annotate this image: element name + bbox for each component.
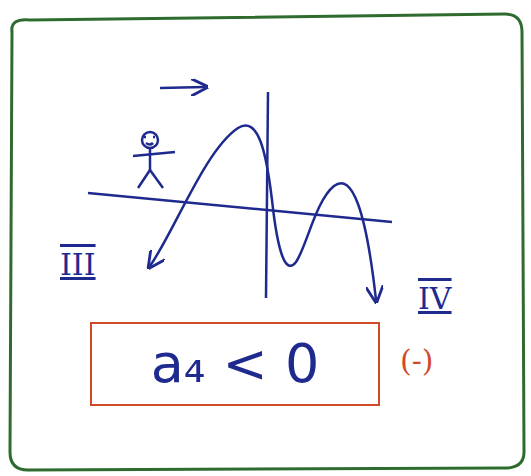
stick-figure xyxy=(133,132,175,188)
condition-box: a₄ < 0 xyxy=(90,322,380,406)
x-axis xyxy=(88,193,392,222)
region-numeral: III xyxy=(60,250,96,280)
sign-note: (-) xyxy=(400,346,434,376)
condition-text: a₄ < 0 xyxy=(151,334,320,393)
direction-arrow xyxy=(160,87,205,88)
card-border xyxy=(10,14,524,470)
quartic-curve xyxy=(150,126,376,300)
region-numeral: IV xyxy=(418,284,452,314)
y-axis xyxy=(266,92,268,298)
